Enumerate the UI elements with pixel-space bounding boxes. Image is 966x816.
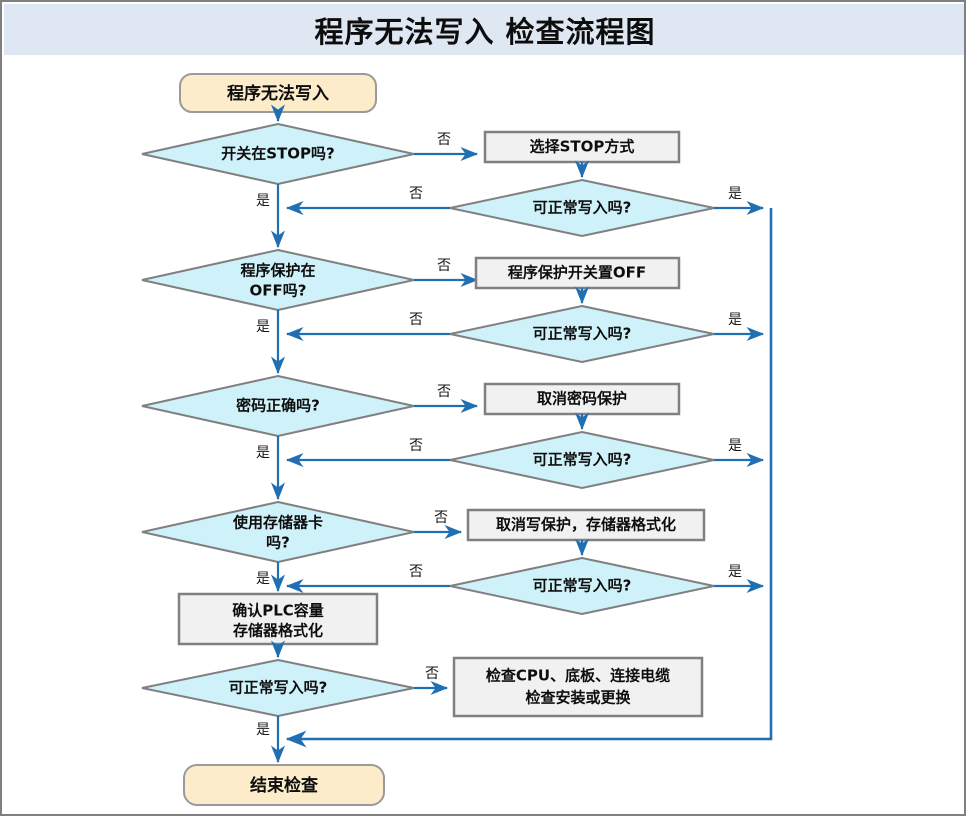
- recheck-1-shape: [449, 178, 715, 238]
- final-action-shape: [452, 656, 704, 718]
- node-decision-2[interactable]: 程序保护在 OFF吗?: [141, 248, 415, 312]
- node-decision-1[interactable]: 开关在STOP吗?: [141, 122, 415, 186]
- recheck-4-label: 可正常写入吗?: [533, 577, 632, 595]
- decision-1-label: 开关在STOP吗?: [221, 145, 334, 163]
- final-action-label-line2: 检查安装或更换: [525, 689, 631, 707]
- node-final-decision[interactable]: 可正常写入吗?: [141, 658, 415, 718]
- recheck-4-shape: [449, 556, 715, 616]
- node-end[interactable]: 结束检查: [183, 764, 385, 806]
- edge-label-d1-no: 否: [437, 132, 451, 148]
- edge-label-d2-no: 否: [437, 258, 451, 274]
- action-2-label: 程序保护开关置OFF: [508, 264, 646, 282]
- node-start[interactable]: 程序无法写入: [179, 73, 377, 113]
- node-action-3[interactable]: 取消密码保护: [483, 382, 681, 416]
- page-title-band: 程序无法写入 检查流程图: [4, 4, 964, 55]
- edge-label-r2-yes: 是: [728, 312, 742, 328]
- action-2-shape: [474, 256, 681, 290]
- edge-label-r1-no: 否: [409, 186, 423, 202]
- edge-label-d1-yes: 是: [256, 193, 270, 209]
- edge-label-r2-no: 否: [409, 312, 423, 328]
- node-recheck-2[interactable]: 可正常写入吗?: [449, 304, 715, 364]
- recheck-1-label: 可正常写入吗?: [533, 199, 632, 217]
- edge-label-r3-yes: 是: [728, 438, 742, 454]
- decision-4-label-line2: 吗?: [266, 534, 290, 552]
- edge-label-d2-yes: 是: [256, 319, 270, 335]
- edge-label-d5-no: 否: [425, 666, 439, 682]
- recheck-3-shape: [449, 430, 715, 490]
- edge-label-d3-no: 否: [437, 384, 451, 400]
- action-3-label: 取消密码保护: [537, 390, 627, 408]
- node-decision-3[interactable]: 密码正确吗?: [141, 374, 415, 438]
- node-recheck-4[interactable]: 可正常写入吗?: [449, 556, 715, 616]
- node-final-process[interactable]: 确认PLC容量 存储器格式化: [177, 592, 379, 646]
- node-action-4[interactable]: 取消写保护，存储器格式化: [466, 508, 706, 542]
- final-process-label-line1: 确认PLC容量: [232, 602, 324, 620]
- end-label: 结束检查: [250, 775, 319, 796]
- action-3-shape: [483, 382, 681, 416]
- node-action-1[interactable]: 选择STOP方式: [483, 130, 681, 164]
- decision-2-label-line1: 程序保护在: [240, 262, 315, 280]
- decision-3-label: 密码正确吗?: [236, 397, 320, 415]
- edge-label-r3-no: 否: [409, 438, 423, 454]
- node-action-2[interactable]: 程序保护开关置OFF: [474, 256, 681, 290]
- decision-4-label-line1: 使用存储器卡: [232, 514, 323, 532]
- decision-2-shape: [141, 248, 415, 312]
- recheck-2-label: 可正常写入吗?: [533, 325, 632, 343]
- edge-yes-bus-to-end: [285, 208, 773, 748]
- page-title: 程序无法写入 检查流程图: [314, 14, 656, 49]
- node-final-action[interactable]: 检查CPU、底板、连接电缆 检查安装或更换: [452, 656, 704, 718]
- start-label: 程序无法写入: [227, 83, 329, 104]
- action-1-shape: [483, 130, 681, 164]
- edge-label-r4-yes: 是: [728, 564, 742, 580]
- recheck-2-shape: [449, 304, 715, 364]
- edge-label-d5-yes: 是: [256, 722, 270, 738]
- edge-label-d4-no: 否: [434, 510, 448, 526]
- end-shape: [183, 764, 385, 806]
- final-process-shape: [177, 592, 379, 646]
- decision-4-shape: [141, 500, 415, 564]
- final-action-label-line1: 检查CPU、底板、连接电缆: [486, 667, 670, 685]
- action-1-label: 选择STOP方式: [530, 138, 635, 156]
- edge-label-d4-yes: 是: [256, 571, 270, 587]
- edge-label-r4-no: 否: [409, 564, 423, 580]
- edge-label-r1-yes: 是: [728, 186, 742, 202]
- node-recheck-1[interactable]: 可正常写入吗?: [449, 178, 715, 238]
- decision-2-label-line2: OFF吗?: [250, 282, 307, 300]
- edge-label-d3-yes: 是: [256, 445, 270, 461]
- final-decision-label: 可正常写入吗?: [229, 679, 328, 697]
- node-recheck-3[interactable]: 可正常写入吗?: [449, 430, 715, 490]
- recheck-3-label: 可正常写入吗?: [533, 451, 632, 469]
- action-4-label: 取消写保护，存储器格式化: [496, 516, 676, 534]
- flowchart-canvas: 程序无法写入 开关在STOP吗? 否 选择STOP方式 可正常写入吗? 否: [4, 55, 964, 814]
- final-process-label-line2: 存储器格式化: [233, 622, 323, 640]
- node-decision-4[interactable]: 使用存储器卡 吗?: [141, 500, 415, 564]
